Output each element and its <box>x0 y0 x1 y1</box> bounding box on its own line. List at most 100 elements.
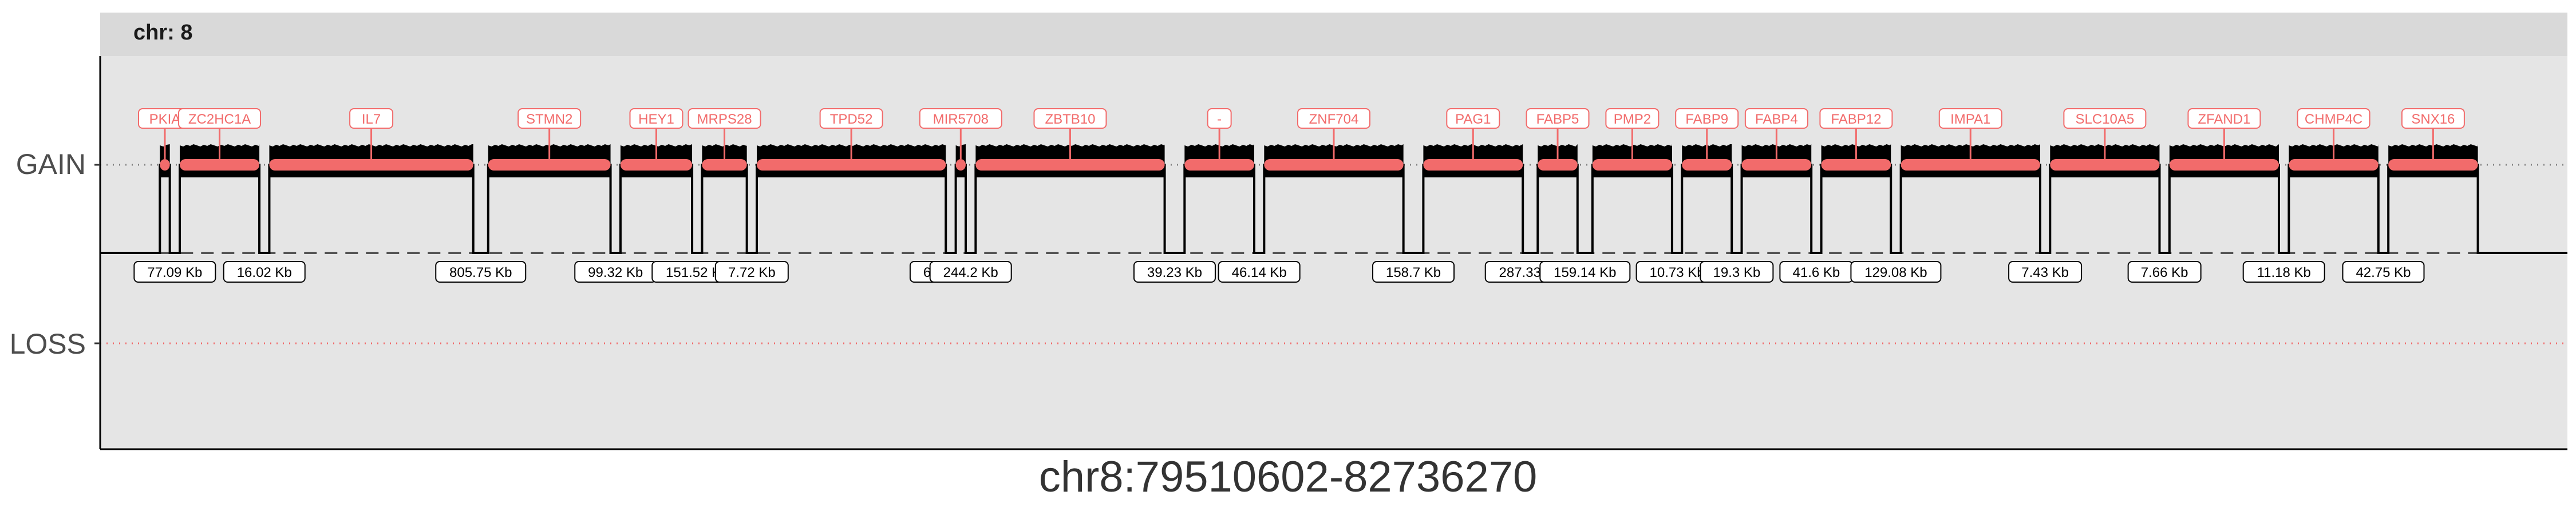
gene-label-box <box>349 108 394 129</box>
gene-label: IL7 <box>362 112 381 127</box>
gene-label-box <box>1605 108 1660 129</box>
x-axis-label: chr8:79510602-82736270 <box>1038 453 1538 501</box>
gene-label: FABP9 <box>1685 112 1728 127</box>
gene-segment <box>1538 159 1578 171</box>
gap-label: 158.7 Kb <box>1386 265 1441 280</box>
gene-label-box <box>2401 108 2465 129</box>
gene-segment <box>955 159 966 171</box>
gene-segment <box>1821 159 1891 171</box>
gene-segment <box>1682 159 1732 171</box>
gene-segment <box>757 159 946 171</box>
gene-label-box <box>819 108 883 129</box>
gene-label: - <box>1217 112 1222 127</box>
gap-label: 805.75 Kb <box>449 265 512 280</box>
gene-label: CHMP4C <box>2305 112 2362 127</box>
gene-segment <box>488 159 611 171</box>
facet-label: chr: 8 <box>133 21 193 45</box>
gap-label-box <box>1700 261 1774 283</box>
gene-label-box <box>1033 108 1107 129</box>
gene-label: FABP5 <box>1536 112 1579 127</box>
gene-segment <box>269 159 473 171</box>
gene-segment <box>2289 159 2379 171</box>
gene-label-box <box>1819 108 1893 129</box>
gap-label: 99.32 Kb <box>588 265 643 280</box>
y-tick-gain: GAIN <box>15 148 86 180</box>
gene-segment <box>160 159 170 171</box>
gene-segment <box>2050 159 2160 171</box>
y-tick-loss: LOSS <box>9 328 86 360</box>
gene-label: STMN2 <box>526 112 572 127</box>
gap-label: 19.3 Kb <box>1713 265 1760 280</box>
gap-label-box <box>2008 261 2083 283</box>
gene-label-box <box>2187 108 2261 129</box>
gap-label: 41.6 Kb <box>1793 265 1840 280</box>
gene-label-box <box>1938 108 2002 129</box>
gene-segment <box>2388 159 2478 171</box>
gene-label: SNX16 <box>2411 112 2455 127</box>
gap-label-box <box>1850 261 1942 283</box>
gene-label: PMP2 <box>1614 112 1651 127</box>
gene-label: ZC2HC1A <box>188 112 251 127</box>
gene-label-box <box>688 108 761 129</box>
gene-label-box <box>1446 108 1500 129</box>
gene-label: ZNF704 <box>1309 112 1359 127</box>
gap-label: 39.23 Kb <box>1147 265 1202 280</box>
gene-label: MRPS28 <box>697 112 752 127</box>
gap-label: 16.02 Kb <box>237 265 292 280</box>
gap-label: 159.14 Kb <box>1554 265 1616 280</box>
gene-segment <box>975 159 1165 171</box>
gene-segment <box>1592 159 1672 171</box>
gene-segment <box>180 159 260 171</box>
gap-label-box <box>133 261 216 283</box>
gap-label-box <box>2127 261 2202 283</box>
gap-label: 46.14 Kb <box>1232 265 1287 280</box>
gap-label: 129.08 Kb <box>1864 265 1927 280</box>
gene-label-box <box>629 108 683 129</box>
gene-label-box <box>2063 108 2147 129</box>
gene-label-box <box>178 108 262 129</box>
gap-label: 7.72 Kb <box>728 265 776 280</box>
gene-label: MIR5708 <box>933 112 989 127</box>
gene-label-box <box>1207 108 1232 129</box>
gap-label: 7.43 Kb <box>2021 265 2069 280</box>
gap-label-box <box>714 261 789 283</box>
gene-label: ZBTB10 <box>1045 112 1095 127</box>
gene-segment <box>620 159 693 171</box>
gene-label: TPD52 <box>830 112 873 127</box>
gene-label: FABP4 <box>1755 112 1798 127</box>
gap-label-box <box>1133 261 1216 283</box>
gap-label-box <box>223 261 306 283</box>
gene-label: SLC10A5 <box>2076 112 2135 127</box>
gene-label-box <box>919 108 1002 129</box>
gap-label: 7.66 Kb <box>2141 265 2188 280</box>
gene-label-box <box>1675 108 1739 129</box>
gap-label: 10.73 Kb <box>1650 265 1705 280</box>
gap-label-box <box>1372 261 1455 283</box>
gap-label: 11.18 Kb <box>2257 265 2311 280</box>
gene-segment <box>1741 159 1812 171</box>
facet-strip: chr: 8 <box>100 13 2567 56</box>
gap-label-box <box>929 261 1012 283</box>
gene-label: HEY1 <box>638 112 674 127</box>
gene-label: ZFAND1 <box>2198 112 2250 127</box>
gene-segment <box>702 159 747 171</box>
gene-label-box <box>1744 108 1808 129</box>
gap-label: 42.75 Kb <box>2356 265 2411 280</box>
gap-label-box <box>1218 261 1301 283</box>
gap-label: 77.09 Kb <box>147 265 202 280</box>
gene-segment <box>1264 159 1404 171</box>
gene-segment <box>2169 159 2279 171</box>
gene-label: IMPA1 <box>1950 112 1990 127</box>
gap-label-box <box>435 261 527 283</box>
gap-label: 244.2 Kb <box>943 265 998 280</box>
gap-label-box <box>2342 261 2425 283</box>
gene-label-box <box>1297 108 1370 129</box>
gene-label-box <box>1526 108 1590 129</box>
gene-label-box <box>2297 108 2370 129</box>
gene-label: PKIA <box>149 112 181 127</box>
gene-label: FABP12 <box>1831 112 1881 127</box>
gene-segment <box>1423 159 1523 171</box>
gene-label: PAG1 <box>1455 112 1491 127</box>
